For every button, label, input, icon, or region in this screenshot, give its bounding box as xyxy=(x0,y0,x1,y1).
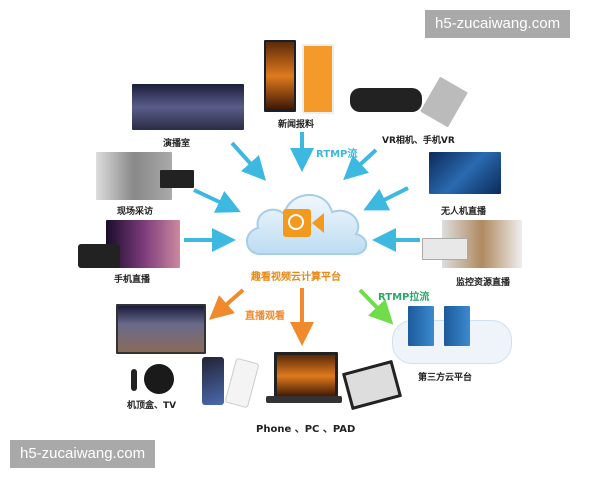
tv-image xyxy=(116,304,206,354)
studio-image xyxy=(132,84,244,130)
pull-arrow xyxy=(358,288,394,325)
server-icon-1 xyxy=(408,306,434,346)
news-phones-image xyxy=(264,40,296,112)
settop-box-icon xyxy=(144,364,174,394)
source-label-studio: 演播室 xyxy=(163,139,191,149)
laptop-image xyxy=(274,352,338,400)
flow-label-ingest: RTMP流 xyxy=(316,149,358,160)
source-label-vr: VR相机、手机VR xyxy=(382,136,455,146)
cloud-platform xyxy=(240,182,370,264)
vr-camera-image xyxy=(350,88,422,112)
watermark-top: h5-zucaiwang.com xyxy=(425,10,571,38)
logo-icon xyxy=(283,209,311,237)
remote-icon xyxy=(131,369,137,391)
flow-label-pull: RTMP拉流 xyxy=(378,292,430,303)
flow-label-watch: 直播观看 xyxy=(245,311,285,322)
platform-title: 趣看视频云计算平台 xyxy=(251,272,341,283)
drone-image xyxy=(429,152,501,194)
source-label-surveillance: 监控资源直播 xyxy=(456,278,511,288)
watch-arrow-tv xyxy=(208,288,245,320)
watermark-bottom: h5-zucaiwang.com xyxy=(10,440,156,468)
output-label-tv: 机顶盒、TV xyxy=(127,401,177,411)
interview-camera xyxy=(160,170,194,188)
news-phone-orange xyxy=(302,44,334,114)
source-label-mobile: 手机直播 xyxy=(114,275,151,285)
output-label-cloud3rd: 第三方云平台 xyxy=(418,373,473,383)
output-label-devices: Phone 、PC 、PAD xyxy=(256,424,356,435)
laptop-base xyxy=(266,396,342,403)
mobile-phone-image xyxy=(78,244,120,268)
server-icon-2 xyxy=(444,306,470,346)
surveillance-camera xyxy=(422,238,468,260)
interview-image xyxy=(96,152,172,200)
camera-lens-icon xyxy=(312,213,324,233)
phone-android-image xyxy=(202,357,224,405)
source-label-drone: 无人机直播 xyxy=(441,207,487,217)
source-label-interview: 现场采访 xyxy=(117,207,154,217)
source-label-news: 新闻报料 xyxy=(278,120,315,130)
